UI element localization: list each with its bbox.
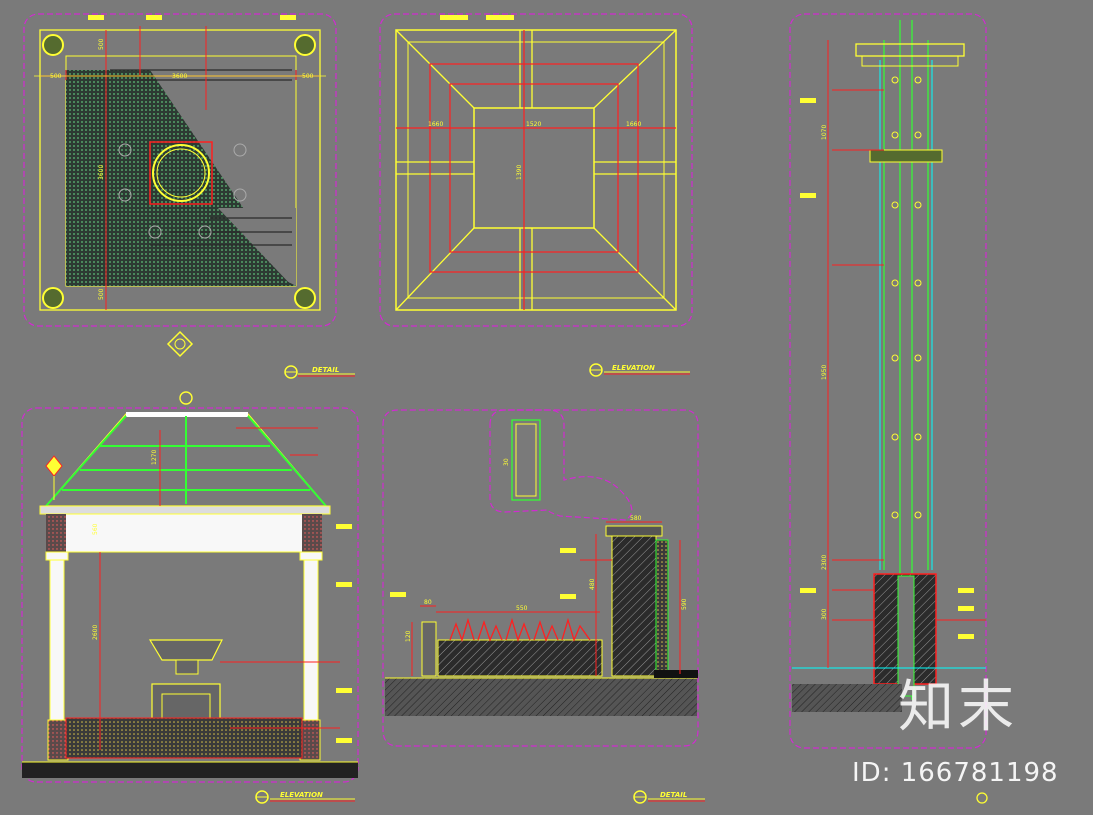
elev-dim-roof: 1270 <box>151 450 158 465</box>
roof-dim-right: 1660 <box>626 121 641 128</box>
elev-dim-beam: 560 <box>92 523 99 535</box>
planter-inset-dim: 30 <box>503 458 510 466</box>
column-dim-upper: 1070 <box>821 125 828 140</box>
elevation-pool <box>65 717 303 759</box>
title-block-elevation-2: ELEVATION <box>255 790 355 804</box>
column-detail-panel: 1950 1070 300 2300 <box>789 13 988 804</box>
roof-dim-vertical: 1390 <box>516 165 523 180</box>
section-marker-icon <box>166 330 194 358</box>
front-elevation-panel: 1270 560 2600 <box>21 391 359 783</box>
title-text-2: ELEVATION <box>612 364 655 372</box>
roof-plan-center-opening <box>473 107 595 229</box>
elevation-columns <box>45 551 323 761</box>
planter-detail-panel: 30 <box>382 409 699 747</box>
roof-dim-left: 1660 <box>428 121 443 128</box>
planter-dim-width: 550 <box>516 605 528 612</box>
planter-dim-left: 120 <box>405 630 412 642</box>
plan-view-panel: 500 3600 500 3600 500 500 <box>23 13 337 358</box>
plan-dim-bottom: 500 <box>98 288 105 300</box>
title-block-detail-2: DETAIL <box>633 790 705 804</box>
plan-column-circles <box>42 34 316 309</box>
column-title-marker-icon <box>976 792 988 804</box>
plan-fountain-frame <box>149 141 213 205</box>
planter-dim-wall-side: 590 <box>681 598 688 610</box>
title-block-detail-1: DETAIL <box>284 365 355 379</box>
title-text-3: ELEVATION <box>280 791 323 799</box>
title-block-elevation-1: ELEVATION <box>589 363 690 377</box>
planter-dim-top: 580 <box>630 515 642 522</box>
roof-dim-middle: 1520 <box>526 121 541 128</box>
plan-dim-right: 500 <box>302 73 314 80</box>
watermark-id: ID: 166781198 <box>852 758 1059 788</box>
plan-dim-middle: 3600 <box>172 73 187 80</box>
planter-wall <box>611 533 657 677</box>
planter-grass-icon <box>449 617 591 643</box>
planter-dim-wall-h: 480 <box>589 578 596 590</box>
planter-dim-small: 80 <box>424 599 432 606</box>
plan-dim-vertical: 3600 <box>98 165 105 180</box>
watermark-brand: 知末 <box>898 675 1018 740</box>
plan-dim-left: 500 <box>50 73 62 80</box>
elevation-lamp-icon <box>45 455 63 500</box>
plan-fountain-basin <box>152 144 210 202</box>
column-dim-main: 1950 <box>821 365 828 380</box>
column-dim-lower: 300 <box>821 608 828 620</box>
title-text-4: DETAIL <box>660 791 687 799</box>
elevation-beam <box>39 505 331 515</box>
plan-dim-top: 500 <box>98 38 105 50</box>
elev-dim-column: 2600 <box>92 625 99 640</box>
roof-plan-panel: 1660 1520 1660 1390 <box>379 13 693 327</box>
title-text-1: DETAIL <box>312 366 339 374</box>
column-dim-base: 2300 <box>821 555 828 570</box>
elevation-top-marker-icon <box>179 391 193 405</box>
planter-basin <box>437 639 603 677</box>
